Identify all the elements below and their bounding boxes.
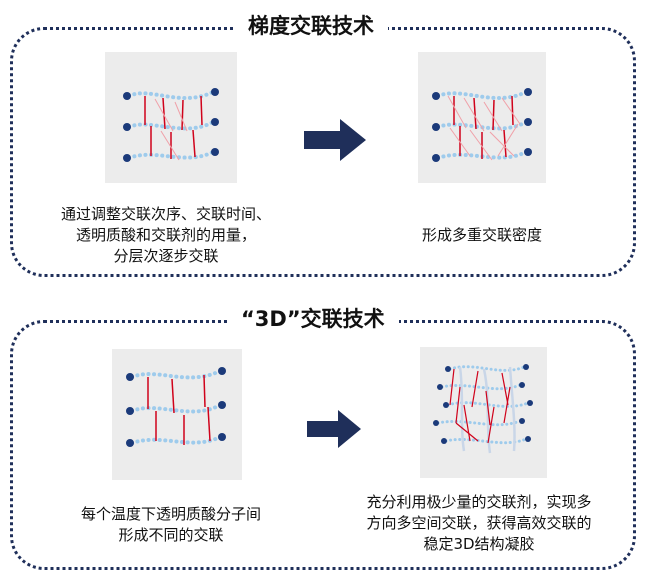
caption-line: 形成不同的交联 <box>118 526 224 544</box>
arrow-right-icon <box>307 410 361 448</box>
caption-line: 透明质酸和交联剂的用量， <box>75 226 256 244</box>
caption-line: 方向多空间交联，获得高效交联的 <box>366 514 592 532</box>
crosslink-diagram-right-2 <box>420 347 547 478</box>
section1-left-caption: 通过调整交联次序、交联时间、 透明质酸和交联剂的用量， 分层次逐步交联 <box>25 204 307 267</box>
caption-line: 稳定3D结构凝胶 <box>423 535 535 553</box>
section2-title: “3D”交联技术 <box>227 305 399 333</box>
crosslink-diagram-right-1 <box>418 52 546 183</box>
section1-title: 梯度交联技术 <box>234 12 388 40</box>
section2-left-caption: 每个温度下透明质酸分子间 形成不同的交联 <box>40 504 302 546</box>
caption-line: 充分利用极少量的交联剂，实现多 <box>366 493 592 511</box>
crosslink-diagram-left-1 <box>105 52 237 183</box>
section2-right-caption: 充分利用极少量的交联剂，实现多 方向多空间交联，获得高效交联的 稳定3D结构凝胶 <box>340 492 618 555</box>
crosslink-diagram-left-2 <box>112 349 242 480</box>
section1-right-caption: 形成多重交联密度 <box>382 225 582 246</box>
caption-line: 分层次逐步交联 <box>113 247 219 265</box>
caption-line: 每个温度下透明质酸分子间 <box>80 505 261 523</box>
caption-line: 形成多重交联密度 <box>421 226 542 244</box>
caption-line: 通过调整交联次序、交联时间、 <box>60 205 271 223</box>
arrow-right-icon <box>304 119 366 161</box>
